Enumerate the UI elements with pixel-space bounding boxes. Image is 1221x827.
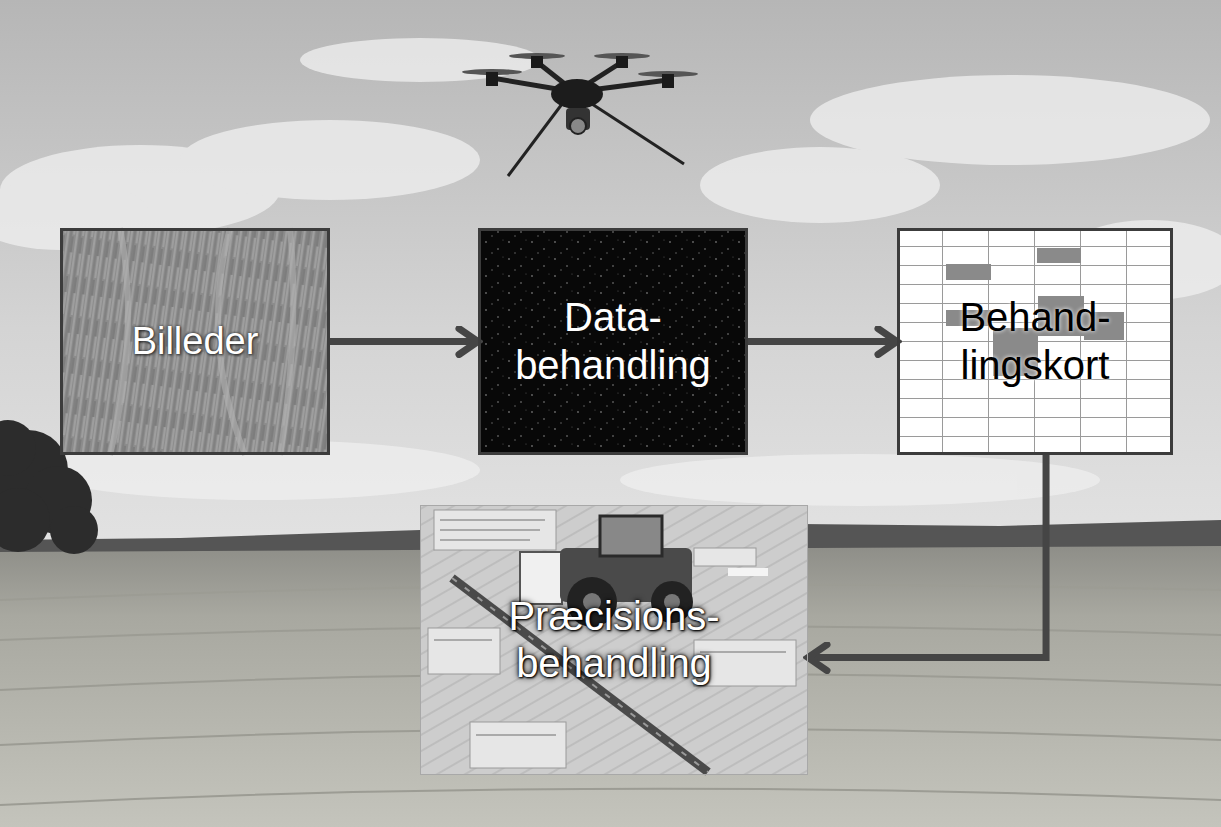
process-box: Data- behandling xyxy=(478,228,748,455)
sky-part-part xyxy=(300,38,540,82)
sprayer-illustration-part-part xyxy=(476,734,556,736)
node-label: Data- behandling xyxy=(515,294,711,388)
sprayer-illustration-part xyxy=(728,568,768,576)
tree-part xyxy=(0,488,50,552)
tree-part xyxy=(50,506,98,554)
action-box: Præcisions- behandling xyxy=(420,505,808,775)
image-photo-part xyxy=(110,228,293,455)
treatment-map-part xyxy=(897,228,1173,455)
image-box: Billeder xyxy=(60,228,330,455)
drone xyxy=(462,53,698,176)
sprayer-illustration-part-part xyxy=(440,539,530,541)
treatment-map-part-part xyxy=(1037,248,1081,263)
sky-part xyxy=(0,0,1221,548)
sprayer-illustration-part xyxy=(420,505,808,775)
drone-part xyxy=(508,104,684,176)
drone-part-part xyxy=(616,56,628,68)
flow-arrow xyxy=(808,455,1046,658)
sky-part-part xyxy=(700,147,940,223)
treatment-map-part-part xyxy=(946,264,991,280)
image-photo-part xyxy=(60,228,330,455)
sprayer-illustration-part-part xyxy=(434,639,492,641)
sprayer-illustration-part-part xyxy=(700,651,786,653)
drone-part-part xyxy=(592,104,684,164)
map-box: Behand- lingskort xyxy=(897,228,1173,455)
drone-part-part xyxy=(486,72,498,86)
node-label: Behand- lingskort xyxy=(959,294,1110,388)
sky-part-part xyxy=(180,120,480,200)
sprayer-illustration-part-part xyxy=(428,628,500,674)
sprayer-illustration xyxy=(420,505,808,775)
field-part-part xyxy=(0,789,1221,805)
sprayer-illustration-part xyxy=(428,510,796,768)
field xyxy=(0,520,1221,827)
sprayer-illustration-part-part xyxy=(694,548,756,566)
sprayer-illustration-part xyxy=(600,516,662,556)
sprayer-illustration-part-part xyxy=(440,519,545,521)
drone-part-part xyxy=(508,104,562,176)
sprayer-illustration-part-part xyxy=(434,510,556,550)
data-texture xyxy=(478,228,748,455)
sky-part xyxy=(0,38,1221,506)
node-label: Billeder xyxy=(132,319,259,364)
sprayer-illustration-part-part xyxy=(470,722,566,768)
flow-arrow xyxy=(330,338,478,345)
image-photo xyxy=(60,228,330,455)
sprayer-illustration-part-part xyxy=(440,529,540,531)
tree-part xyxy=(0,420,36,476)
drone-part xyxy=(551,79,603,109)
drone-part-part xyxy=(662,74,674,88)
data-texture-part xyxy=(478,228,748,455)
flow-arrow xyxy=(748,338,897,345)
sky-part-part xyxy=(620,454,1100,506)
drone-part-part xyxy=(531,56,543,68)
sky xyxy=(0,0,1221,548)
treatment-map xyxy=(897,228,1173,455)
node-label: Præcisions- behandling xyxy=(508,593,719,687)
drone-part xyxy=(570,118,586,134)
